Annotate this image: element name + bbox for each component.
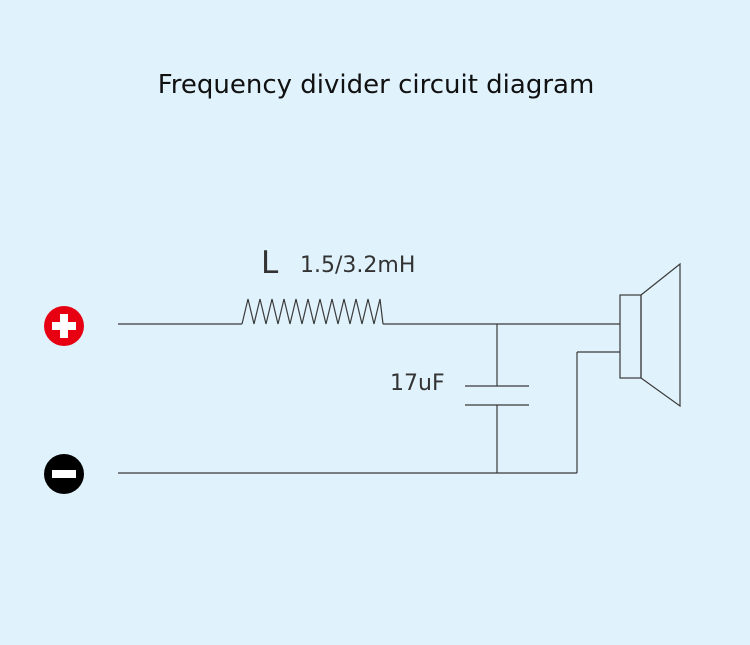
inductor-value-label: 1.5/3.2mH [300, 253, 415, 278]
positive-terminal-icon [44, 306, 84, 346]
negative-terminal-icon [44, 454, 84, 494]
speaker-icon [619, 262, 681, 408]
capacitor-value-label: 17uF [390, 371, 445, 396]
inductor-symbol-label: L [261, 245, 279, 281]
inductor-coil [241, 298, 384, 325]
page-title: Frequency divider circuit diagram [158, 70, 595, 100]
